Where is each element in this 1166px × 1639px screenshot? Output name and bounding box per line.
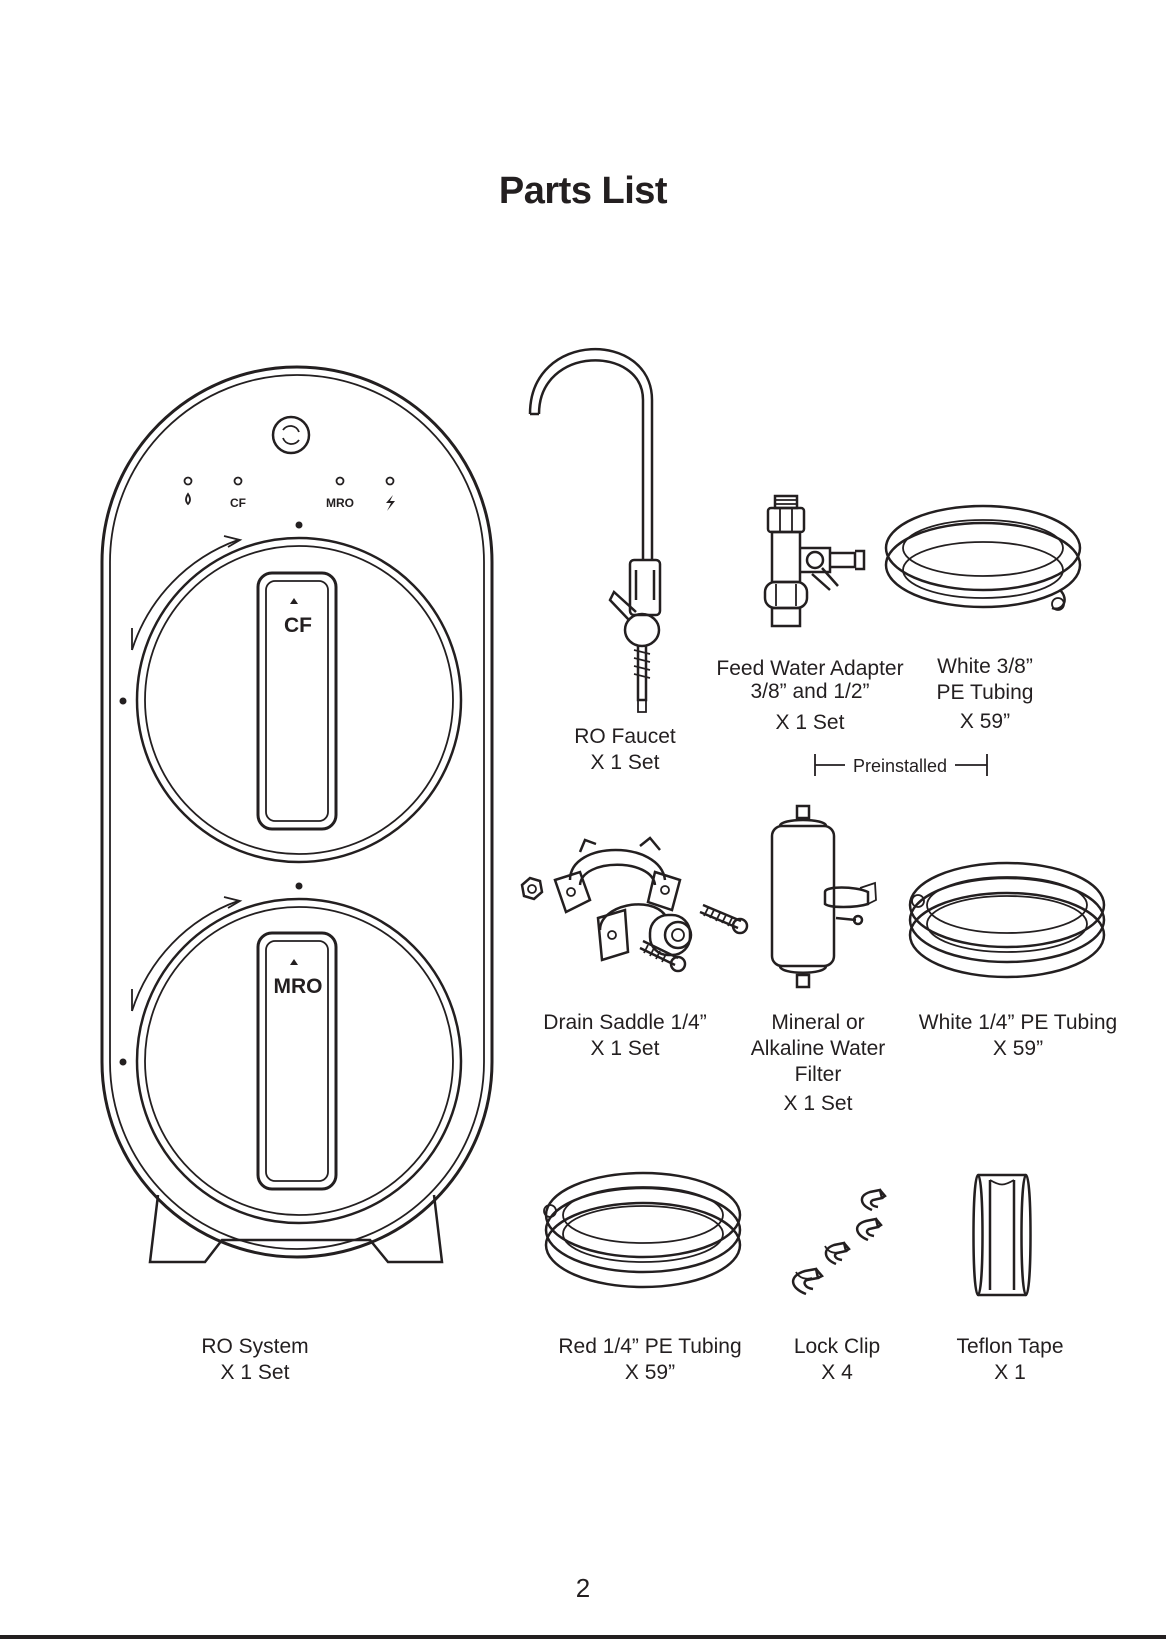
part-label-mineral-filter: Mineral or Alkaline Water Filter X 1 Set (733, 1010, 903, 1117)
ro-system-icon: CF MRO CF MRO (102, 367, 492, 1262)
faucet-icon (530, 349, 660, 712)
inline-filter-icon (772, 806, 876, 987)
part-label-white-38-tubing: White 3/8” PE Tubing X 59” (910, 654, 1060, 735)
indicator-label-cf: CF (230, 496, 246, 510)
part-label-feed-water-adapter: Feed Water Adapter 3/8” and 1/2” X 1 Set (705, 657, 915, 734)
indicator-label-mro: MRO (326, 496, 354, 510)
part-label-lock-clip: Lock Clip X 4 (772, 1334, 902, 1386)
tubing-coil-icon-red-14 (544, 1173, 740, 1287)
page-number: 2 (0, 1573, 1166, 1604)
lock-clip-icon (793, 1190, 885, 1294)
bottom-filter-label: MRO (274, 975, 323, 998)
part-label-drain-saddle: Drain Saddle 1/4” X 1 Set (527, 1010, 723, 1062)
part-label-red-14-tubing: Red 1/4” PE Tubing X 59” (546, 1334, 754, 1386)
valve-adapter-icon (765, 496, 864, 626)
top-filter-label: CF (284, 614, 312, 637)
part-label-white-14-tubing: White 1/4” PE Tubing X 59” (900, 1010, 1136, 1062)
teflon-tape-icon (974, 1175, 1031, 1295)
preinstalled-label: Preinstalled (846, 753, 954, 779)
tubing-coil-icon-white-38 (886, 506, 1080, 610)
tubing-coil-icon-white-14 (910, 863, 1104, 977)
part-label-ro-system: RO System X 1 Set (160, 1334, 350, 1386)
part-label-teflon-tape: Teflon Tape X 1 (940, 1334, 1080, 1386)
bottom-rule (0, 1635, 1166, 1639)
drain-saddle-icon (522, 838, 747, 971)
part-label-ro-faucet: RO Faucet X 1 Set (545, 724, 705, 776)
